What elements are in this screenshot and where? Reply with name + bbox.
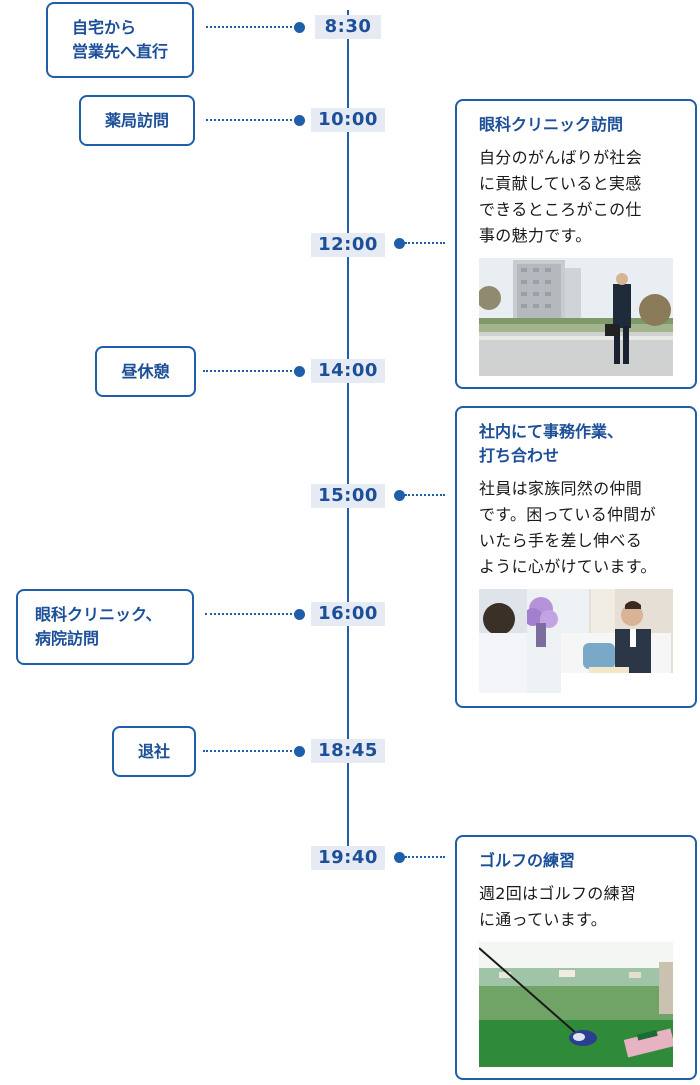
event-label: 昼休憩 <box>121 361 170 381</box>
connector-line <box>203 750 296 752</box>
connector-line <box>203 370 296 372</box>
time-badge: 18:45 <box>311 739 385 763</box>
event-card: 社内にて事務作業、 打ち合わせ 社員は家族同然の仲間 です。困っている仲間が い… <box>455 406 697 708</box>
event-card-title: ゴルフの練習 <box>479 851 576 870</box>
event-card-title: 社内にて事務作業、 打ち合わせ <box>479 422 624 465</box>
connector-line <box>405 242 445 244</box>
event-card-title: 眼科クリニック訪問 <box>479 115 624 134</box>
timeline-dot <box>294 366 305 377</box>
event-card-description: 自分のがんばりが社会 に貢献していると実感 できるところがこの仕 事の魅力です。 <box>479 148 643 245</box>
event-label: 自宅から 営業先へ直行 <box>71 18 168 61</box>
time-badge: 14:00 <box>311 359 385 383</box>
event-label: 薬局訪問 <box>104 110 169 130</box>
time-badge: 10:00 <box>311 108 385 132</box>
connector-line <box>206 119 296 121</box>
time-badge: 16:00 <box>311 602 385 626</box>
event-box: 自宅から 営業先へ直行 <box>46 2 194 78</box>
timeline-dot <box>294 22 305 33</box>
timeline-dot <box>294 115 305 126</box>
timeline-dot <box>294 609 305 620</box>
connector-line <box>206 26 296 28</box>
time-badge: 12:00 <box>311 233 385 257</box>
event-card-description: 週2回はゴルフの練習 に通っています。 <box>479 884 637 929</box>
event-label: 退社 <box>137 741 170 761</box>
event-card: 眼科クリニック訪問 自分のがんばりが社会 に貢献していると実感 できるところがこ… <box>455 99 697 389</box>
event-box: 薬局訪問 <box>79 95 195 146</box>
connector-line <box>405 856 445 858</box>
time-badge: 8:30 <box>315 15 381 39</box>
event-card: ゴルフの練習 週2回はゴルフの練習 に通っています。 <box>455 835 697 1080</box>
connector-line <box>405 494 445 496</box>
event-box: 昼休憩 <box>95 346 196 397</box>
timeline-axis <box>347 10 349 870</box>
timeline-dot <box>394 852 405 863</box>
timeline-dot <box>394 490 405 501</box>
event-box: 退社 <box>112 726 196 777</box>
time-badge: 19:40 <box>311 846 385 870</box>
event-card-description: 社員は家族同然の仲間 です。困っている仲間が いたら手を差し伸べる ように心がけ… <box>479 479 657 576</box>
golf-practice-photo <box>479 942 673 1067</box>
timeline-dot <box>394 238 405 249</box>
office-meeting-photo <box>479 589 673 693</box>
time-badge: 15:00 <box>311 484 385 508</box>
businessman-walking-photo <box>479 258 673 376</box>
event-label: 眼科クリニック、 病院訪問 <box>35 605 162 648</box>
connector-line <box>205 613 296 615</box>
timeline-dot <box>294 746 305 757</box>
event-box: 眼科クリニック、 病院訪問 <box>16 589 194 665</box>
